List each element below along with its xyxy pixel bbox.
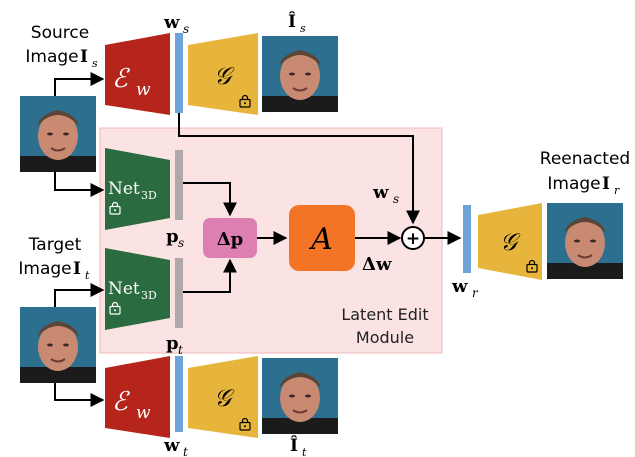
- source-encoder-symbol: ℰ: [112, 64, 130, 94]
- delta-w-label: Δw: [362, 254, 392, 275]
- source-generator-symbol: 𝒢: [214, 62, 235, 90]
- source-image-subscript: s: [92, 57, 98, 70]
- wr-symbol: w: [451, 276, 468, 297]
- target-label-line2: Image: [18, 259, 71, 279]
- target-label-line1: Target: [28, 235, 82, 255]
- wt-symbol: w: [163, 435, 180, 456]
- delta-p-box: [203, 218, 257, 258]
- reenacted-label-line2: Image: [547, 174, 600, 194]
- reenacted-label-line1: Reenacted: [540, 149, 630, 169]
- reenacted-image: [546, 202, 624, 280]
- target-generator-symbol: 𝒢: [214, 384, 235, 412]
- A-box: [289, 205, 355, 271]
- ws-top-symbol: w: [163, 12, 180, 33]
- source-net3d-subscript: 3D: [141, 189, 157, 202]
- reenacted-image-symbol: I: [602, 174, 610, 194]
- reenactment-generator-symbol: 𝒢: [500, 228, 521, 256]
- wt-subscript: t: [183, 445, 188, 457]
- ws-mid-subscript: s: [393, 192, 399, 206]
- pt-symbol: p: [166, 333, 179, 354]
- latent-wr-bar: [463, 205, 471, 273]
- reenacted-image-subscript: r: [614, 184, 620, 197]
- ihat-t-subscript: t: [302, 446, 307, 457]
- target-encoder: [105, 356, 170, 438]
- A-label: A: [308, 222, 333, 257]
- target-image: [19, 306, 97, 384]
- ws-mid-symbol: w: [372, 182, 389, 203]
- ws-top-subscript: s: [183, 22, 189, 36]
- module-label-line2: Module: [356, 328, 414, 347]
- ihat-s-symbol: Î: [288, 11, 296, 32]
- ps-symbol: p: [166, 226, 179, 247]
- source-label-line2: Image: [25, 47, 78, 67]
- source-net3d: [105, 148, 170, 230]
- target-generator: [188, 356, 258, 438]
- reenactment-generator: [478, 203, 542, 280]
- target-net3d: [105, 248, 170, 330]
- wr-subscript: r: [472, 286, 479, 300]
- target-image-symbol: I: [73, 259, 81, 279]
- module-label-line1: Latent Edit: [341, 305, 428, 324]
- target-image-subscript: t: [85, 269, 90, 282]
- ps-subscript: s: [178, 236, 184, 250]
- delta-p-label: Δp: [217, 229, 244, 250]
- latent-wt-bar: [175, 356, 183, 432]
- source-encoder-subscript: w: [136, 80, 151, 100]
- source-reconstruction-image: [261, 35, 339, 113]
- source-generator: [188, 33, 258, 115]
- pt-subscript: t: [178, 343, 183, 357]
- source-label-line1: Source: [31, 23, 89, 43]
- ihat-t-symbol: Î: [290, 435, 298, 456]
- target-net3d-subscript: 3D: [141, 289, 157, 302]
- pose-ps-bar: [175, 150, 183, 220]
- source-image: [19, 95, 97, 173]
- target-net3d-label: Net: [108, 279, 140, 299]
- ihat-s-subscript: s: [300, 22, 306, 35]
- source-net3d-label: Net: [108, 179, 140, 199]
- target-encoder-subscript: w: [136, 403, 151, 423]
- source-image-symbol: I: [80, 47, 88, 67]
- source-encoder: [105, 33, 170, 115]
- latent-ws-bar: [175, 33, 183, 113]
- target-reconstruction-image: [261, 357, 339, 435]
- target-encoder-symbol: ℰ: [112, 387, 130, 417]
- pose-pt-bar: [175, 258, 183, 328]
- plus-sign: +: [406, 229, 420, 249]
